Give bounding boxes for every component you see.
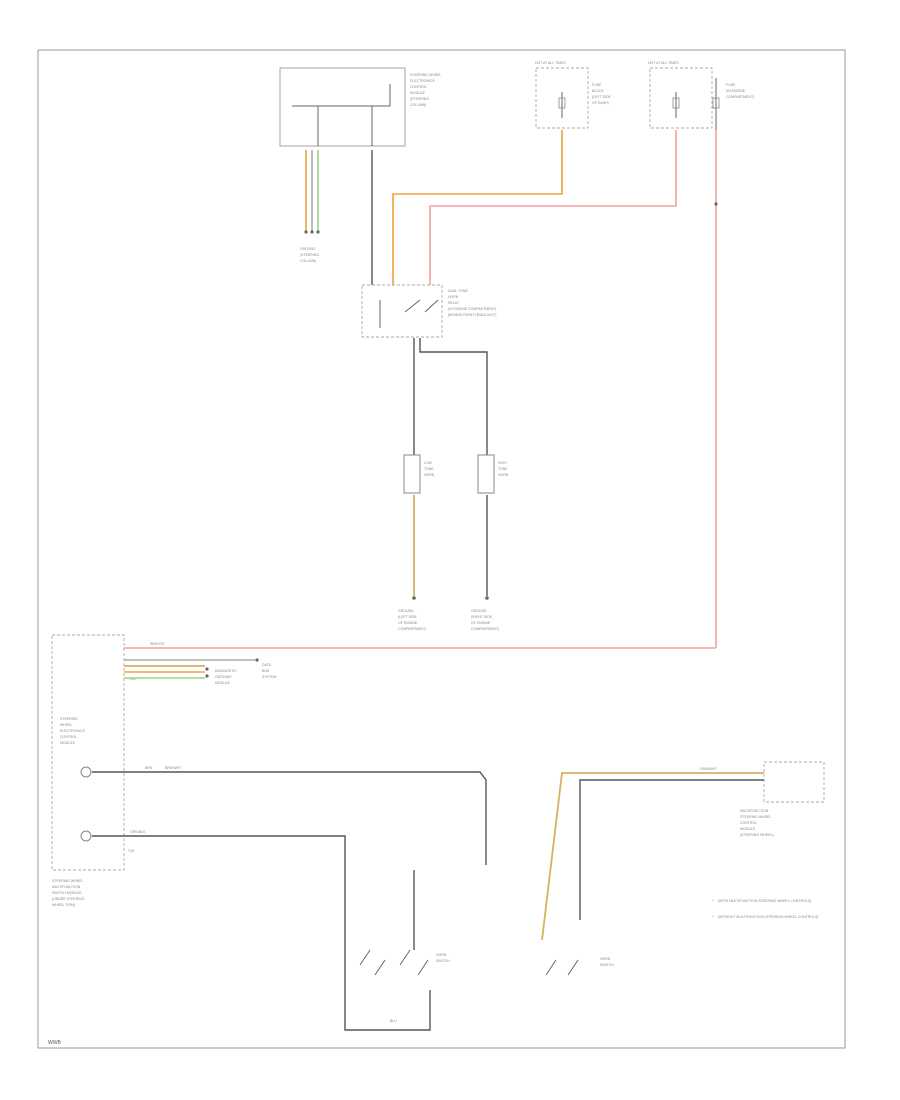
- can-bus-left-label-1: DIAGNOSTIC: [215, 669, 237, 673]
- horn-switch-right: HORN SWITCH: [545, 957, 614, 976]
- ground-horn-right-label-3: OF ENGINE: [471, 621, 491, 625]
- control-module-top-label-1: STEERING WHEEL: [410, 73, 441, 77]
- module-left-bottom-label-1: STEERING WHEEL: [52, 879, 83, 883]
- can-bus-right-label-2: BUS: [262, 669, 270, 673]
- ground-horn-right-label-2: (RIGHT SIDE: [471, 615, 493, 619]
- ground-left-top-label-3: COLUMN): [300, 259, 316, 263]
- relay-label-4: (IN ENGINE COMPARTMENT): [448, 307, 496, 311]
- module-left-connector-2: T16: [128, 849, 134, 853]
- horn-high-label-1: HIGH: [498, 461, 507, 465]
- wires-horns-to-ground: GROUND (LEFT SIDE OF ENGINE COMPARTMENT)…: [398, 495, 499, 631]
- horn-low-label-1: LOW: [424, 461, 433, 465]
- legend-marker-1: *: [712, 899, 714, 903]
- multifunction-module-label-4: MODULE: [740, 827, 756, 831]
- module-left: T16C STEERING WHEEL ELECTRONICS CONTROL …: [51, 634, 137, 907]
- dual-tone-horn-relay: DUAL TONE HORN RELAY (IN ENGINE COMPARTM…: [361, 284, 496, 338]
- horn-switch-left-label-2: SWITCH: [436, 959, 450, 963]
- module-left-label-2: WHEEL: [60, 723, 73, 727]
- ground-left-top-label-1: GROUND: [300, 247, 316, 251]
- wire-label-grn-wht: GRN/WHT: [700, 767, 718, 771]
- horn-high-label-3: HORN: [498, 473, 509, 477]
- module-left-bottom-label-5: WHEEL TRIM): [52, 903, 75, 907]
- control-module-top-label-4: MODULE: [410, 91, 426, 95]
- module-left-bottom-label-3: SWITCH MODULE: [52, 891, 82, 895]
- can-bus-right-label-3: SYSTEM: [262, 675, 276, 679]
- multifunction-module-label-1: MULTIFUNCTION: [740, 809, 769, 813]
- module-left-label-4: CONTROL: [60, 735, 77, 739]
- footer-code: WWB: [48, 1040, 61, 1046]
- horn-low-label-2: TONE: [424, 467, 434, 471]
- wires-fuse-to-relay: [392, 130, 718, 648]
- relay-label-5: (BEHIND RIGHT HEADLIGHT): [448, 313, 496, 317]
- horn-high: HIGH TONE HORN: [477, 454, 509, 494]
- legend-item-1: (WITH MULTIFUNCTION STEERING WHEEL CONTR…: [718, 899, 811, 903]
- fuse-block-2-label-2: (IN ENGINE: [726, 89, 746, 93]
- wires-relay-to-horns: [413, 338, 488, 455]
- legend-item-2: (WITHOUT MULTIFUNCTION STEERING WHEEL CO…: [718, 915, 818, 919]
- fuse-block-1-header: HOT AT ALL TIMES: [535, 61, 566, 65]
- horn-switch-left-label-1: HORN: [436, 953, 447, 957]
- legend-marker-2: *: [712, 915, 714, 919]
- module-left-bottom-label-2: MULTIFUNCTION: [52, 885, 81, 889]
- horn-low-label-3: HORN: [424, 473, 435, 477]
- module-left-label-5: MODULE: [60, 741, 76, 745]
- fuse-block-2-header: HOT AT ALL TIMES: [648, 61, 679, 65]
- legend: * (WITH MULTIFUNCTION STEERING WHEEL CON…: [712, 899, 818, 919]
- control-module-top-label-6: COLUMN): [410, 103, 426, 107]
- fuse-block-1: HOT AT ALL TIMES FUSE BLOCK (LEFT SIDE O…: [535, 61, 611, 129]
- fuse-block-1-label-2: BLOCK: [592, 89, 605, 93]
- can-bus-right-label-1: DATA: [262, 663, 271, 667]
- ground-left-top-label-2: (STEERING: [300, 253, 319, 257]
- ground-horn-right-label-4: COMPARTMENT): [471, 627, 499, 631]
- wires-module-left-outputs: DIAGNOSTIC GATEWAY MODULE DATA BUS SYSTE…: [124, 642, 716, 685]
- can-bus-left-label-3: MODULE: [215, 681, 231, 685]
- wire-label-brn: BRN: [145, 766, 153, 770]
- can-bus-left-label-2: GATEWAY: [215, 675, 233, 679]
- fuse-block-1-label-3: (LEFT SIDE: [592, 95, 611, 99]
- module-left-bottom-label-4: (UNDER STEERING: [52, 897, 85, 901]
- fuse-block-2-label-1: FUSE: [726, 83, 736, 87]
- relay-label-3: RELAY: [448, 301, 460, 305]
- fuse-block-2: HOT AT ALL TIMES FUSE (IN ENGINE COMPART…: [648, 61, 754, 130]
- ground-horn-left-label-2: (LEFT SIDE: [398, 615, 417, 619]
- multifunction-module-label-5: (STEERING WHEEL): [740, 833, 774, 837]
- multifunction-module-label-2: STEERING WHEEL: [740, 815, 771, 819]
- relay-label-1: DUAL TONE: [448, 289, 468, 293]
- control-module-top-label-3: CONTROL: [410, 85, 427, 89]
- wires-horn-signal: BRN BRN/WHT GRN/BLK BLU: [92, 766, 487, 1031]
- horn-low: LOW TONE HORN: [403, 454, 435, 494]
- relay-label-2: HORN: [448, 295, 459, 299]
- horn-switch-right-label-2: SWITCH: [600, 963, 614, 967]
- horn-switch-right-label-1: HORN: [600, 957, 611, 961]
- ground-horn-left-label-3: OF ENGINE: [398, 621, 418, 625]
- fuse-block-1-label-4: OF DASH): [592, 101, 609, 105]
- wire-label-brn-wht: BRN/WHT: [165, 766, 182, 770]
- horn-high-label-2: TONE: [498, 467, 508, 471]
- module-left-label-3: ELECTRONICS: [60, 729, 86, 733]
- control-module-top-label-5: (STEERING: [410, 97, 429, 101]
- fuse-block-1-label-1: FUSE: [592, 83, 602, 87]
- module-left-label-1: STEERING: [60, 717, 78, 721]
- wire-label-grn-blk: GRN/BLK: [130, 830, 146, 834]
- multifunction-module: GRN/WHT MULTIFUNCTION STEERING WHEEL CON…: [541, 761, 825, 941]
- control-module-top-label-2: ELECTRONICS: [410, 79, 436, 83]
- horn-switch-left: HORN SWITCH: [359, 949, 450, 976]
- control-module-top: STEERING WHEEL ELECTRONICS CONTROL MODUL…: [279, 67, 441, 147]
- ground-horn-left-label-1: GROUND: [398, 609, 414, 613]
- fuse-block-2-label-3: COMPARTMENT): [726, 95, 754, 99]
- ground-horn-right-label-1: GROUND: [471, 609, 487, 613]
- module-left-connector: T16C: [128, 677, 137, 681]
- wires-top-left: GROUND (STEERING COLUMN): [300, 150, 373, 285]
- diagram-frame: [37, 49, 846, 1049]
- wire-label-red-yel: RED/YEL: [150, 642, 165, 646]
- ground-horn-left-label-4: COMPARTMENT): [398, 627, 426, 631]
- multifunction-module-label-3: CONTROL: [740, 821, 757, 825]
- wire-label-blu: BLU: [390, 1019, 397, 1023]
